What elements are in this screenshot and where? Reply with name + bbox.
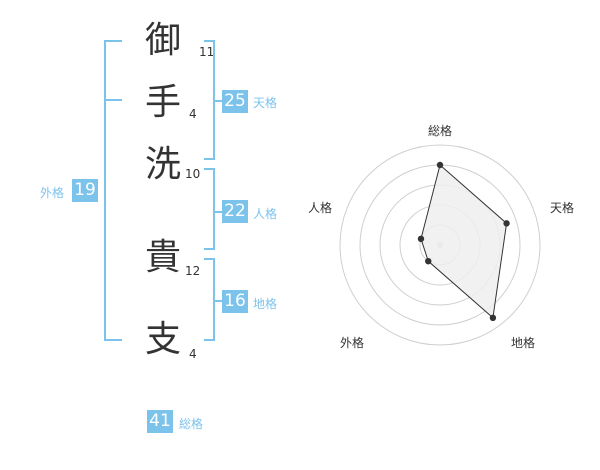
stroke-count-4: 12 xyxy=(185,264,201,278)
radar-label-soukaku: 総格 xyxy=(428,123,452,138)
gaikaku-bracket-bottom xyxy=(104,339,122,341)
name-char-4: 貴 xyxy=(144,237,181,278)
name-char-3: 洗 xyxy=(144,144,181,185)
chikaku-bracket-tick xyxy=(213,300,222,302)
stroke-count-1: 11 xyxy=(199,45,215,59)
gaikaku-score: 19 xyxy=(72,179,98,202)
jinkaku-label: 人格 xyxy=(253,207,278,221)
jinkaku-bracket-top xyxy=(204,168,215,170)
radar-point xyxy=(503,220,510,227)
fortune-radar-chart: 総格 天格 地格 外格 人格 xyxy=(308,123,574,350)
tenkaku-score: 25 xyxy=(222,90,248,113)
name-char-2: 手 xyxy=(144,82,181,123)
stroke-count-3: 10 xyxy=(185,167,201,181)
soukaku-label: 総格 xyxy=(179,417,204,431)
radar-label-tenkaku: 天格 xyxy=(550,200,574,215)
radar-label-gaikaku: 外格 xyxy=(340,335,364,350)
radar-label-jinkaku: 人格 xyxy=(308,200,332,215)
radar-point xyxy=(417,235,425,243)
jinkaku-bracket xyxy=(213,168,215,250)
tenkaku-bracket-bottom xyxy=(204,158,215,160)
stroke-count-2: 4 xyxy=(189,107,197,121)
radar-label-chikaku: 地格 xyxy=(511,335,535,350)
gaikaku-label: 外格 xyxy=(40,186,65,200)
radar-ring xyxy=(339,144,541,346)
radar-point xyxy=(489,314,497,322)
jinkaku-bracket-bottom xyxy=(204,248,215,250)
chikaku-bracket xyxy=(213,258,215,341)
radar-polygon xyxy=(420,164,508,319)
radar-shape xyxy=(417,161,510,322)
jinkaku-bracket-tick xyxy=(213,211,222,213)
name-char-5: 支 xyxy=(144,319,181,360)
radar-point xyxy=(425,257,432,265)
radar-point xyxy=(436,161,444,169)
gaikaku-bracket-top xyxy=(104,40,122,42)
chikaku-score: 16 xyxy=(222,290,248,313)
chikaku-bracket-top xyxy=(204,258,215,260)
soukaku-score: 41 xyxy=(147,410,173,433)
chikaku-label: 地格 xyxy=(253,297,278,311)
stroke-count-5: 4 xyxy=(189,347,197,361)
tenkaku-label: 天格 xyxy=(253,96,278,110)
jinkaku-score: 22 xyxy=(222,200,248,223)
tenkaku-bracket-top xyxy=(204,40,215,42)
gaikaku-bracket xyxy=(104,40,106,341)
gaikaku-bracket-tick xyxy=(104,99,122,101)
radar-axis-labels: 総格 天格 地格 外格 人格 xyxy=(308,123,574,350)
name-char-1: 御 xyxy=(144,20,181,61)
tenkaku-bracket-tick xyxy=(213,100,222,102)
chikaku-bracket-bottom xyxy=(204,339,215,341)
